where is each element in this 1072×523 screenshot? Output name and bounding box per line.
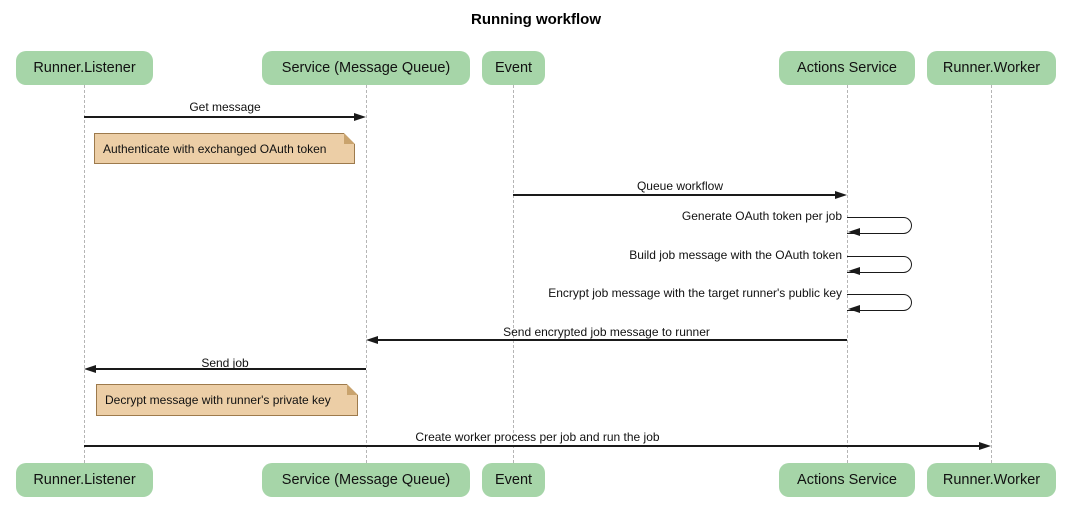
self-message-loop-encrypt-job-message	[847, 294, 912, 311]
lifeline-event	[513, 85, 514, 463]
note-fold-corner-icon	[347, 384, 358, 395]
message-label-send-encrypted: Send encrypted job message to runner	[503, 325, 710, 339]
message-label-encrypt-job-message: Encrypt job message with the target runn…	[548, 286, 842, 300]
lifeline-actions-service	[847, 85, 848, 463]
arrowhead-right-icon	[979, 442, 991, 450]
arrowhead-left-icon	[848, 267, 860, 275]
participant-label: Service (Message Queue)	[281, 472, 451, 488]
message-label-send-job: Send job	[201, 356, 249, 370]
message-line-queue-workflow	[513, 194, 835, 196]
note-text: Decrypt message with runner's private ke…	[105, 393, 331, 407]
note-fold-corner-icon	[344, 133, 355, 144]
message-line-get-message	[84, 116, 354, 118]
participant-label: Event	[494, 472, 533, 488]
message-label-get-message: Get message	[189, 100, 261, 114]
self-message-loop-build-job-message	[847, 256, 912, 273]
self-message-loop-generate-oauth	[847, 217, 912, 234]
arrowhead-left-icon	[848, 228, 860, 236]
arrowhead-left-icon	[84, 365, 96, 373]
arrowhead-left-icon	[366, 336, 378, 344]
participant-bottom-runner-worker: Runner.Worker	[927, 463, 1056, 497]
lifeline-service-message-queue	[366, 85, 367, 463]
participant-label: Runner.Listener	[33, 472, 136, 488]
participant-top-service-message-queue: Service (Message Queue)	[262, 51, 470, 85]
arrowhead-right-icon	[835, 191, 847, 199]
note-text: Authenticate with exchanged OAuth token	[103, 141, 327, 156]
participant-label: Runner.Worker	[942, 472, 1041, 488]
message-line-send-encrypted	[378, 339, 847, 341]
diagram-title: Running workflow	[471, 11, 601, 28]
participant-bottom-runner-listener: Runner.Listener	[16, 463, 153, 497]
message-label-build-job-message: Build job message with the OAuth token	[629, 248, 842, 262]
participant-label: Actions Service	[797, 472, 897, 488]
participant-top-actions-service: Actions Service	[779, 51, 915, 85]
participant-bottom-actions-service: Actions Service	[779, 463, 915, 497]
note-authenticate: Authenticate with exchanged OAuth token	[94, 133, 355, 164]
participant-bottom-service-message-queue: Service (Message Queue)	[262, 463, 470, 497]
message-line-create-worker	[84, 445, 979, 447]
message-label-queue-workflow: Queue workflow	[636, 179, 724, 193]
arrowhead-left-icon	[848, 305, 860, 313]
participant-label: Event	[494, 60, 533, 76]
lifeline-runner-worker	[991, 85, 992, 463]
participant-top-runner-listener: Runner.Listener	[16, 51, 153, 85]
participant-label: Runner.Worker	[942, 60, 1041, 76]
participant-label: Runner.Listener	[33, 60, 136, 76]
participant-bottom-event: Event	[482, 463, 545, 497]
arrowhead-right-icon	[354, 113, 366, 121]
message-label-generate-oauth: Generate OAuth token per job	[681, 209, 842, 223]
participant-label: Service (Message Queue)	[281, 60, 451, 76]
note-decrypt: Decrypt message with runner's private ke…	[96, 384, 358, 416]
participant-top-event: Event	[482, 51, 545, 85]
participant-top-runner-worker: Runner.Worker	[927, 51, 1056, 85]
message-line-send-job	[96, 368, 366, 370]
participant-label: Actions Service	[797, 60, 897, 76]
message-label-create-worker: Create worker process per job and run th…	[415, 430, 660, 444]
lifeline-runner-listener	[84, 85, 85, 463]
